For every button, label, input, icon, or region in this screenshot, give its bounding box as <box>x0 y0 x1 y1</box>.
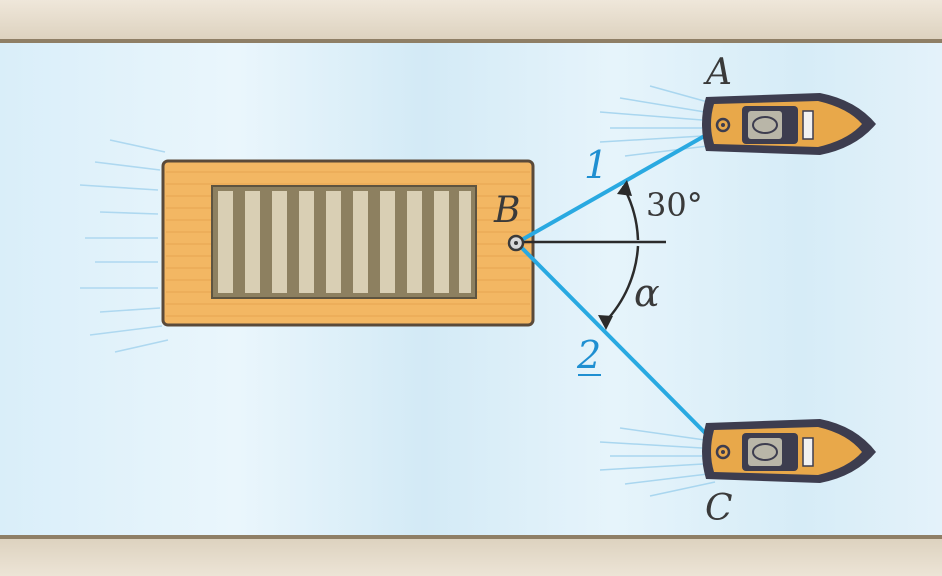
boat-c-wake <box>599 427 716 497</box>
tugboat-a <box>702 93 876 155</box>
label-point-a: A <box>703 52 732 93</box>
cable-1 <box>517 124 723 244</box>
label-cable-2: 2 <box>576 333 601 377</box>
angle-alpha-arrowhead <box>598 315 613 330</box>
barge <box>161 159 535 327</box>
boat-a-cabin-top <box>748 111 782 139</box>
boat-a-winch <box>752 116 778 134</box>
boat-c-winch <box>752 443 778 461</box>
angle-30-arrowhead <box>617 180 632 196</box>
point-c-center <box>721 450 725 454</box>
boat-a-wake <box>599 85 716 157</box>
bottom-bank <box>0 538 942 576</box>
cable-2 <box>516 242 724 452</box>
point-a-center <box>721 123 725 127</box>
label-cable-1: 1 <box>584 143 608 187</box>
point-b-center <box>514 241 518 245</box>
label-point-c: C <box>705 488 733 529</box>
angle-alpha-arc <box>604 245 640 323</box>
boat-a-window <box>802 110 814 140</box>
boat-c-window <box>802 437 814 467</box>
label-angle-alpha: α <box>634 271 660 315</box>
label-angle-30: 30° <box>646 186 703 224</box>
label-point-b: B <box>493 190 520 231</box>
barge-hatch-slats <box>218 191 471 293</box>
top-bank <box>0 0 942 40</box>
boat-c-cabin-top <box>748 438 782 466</box>
barge-wake <box>79 139 169 353</box>
tugboat-c <box>702 419 876 483</box>
